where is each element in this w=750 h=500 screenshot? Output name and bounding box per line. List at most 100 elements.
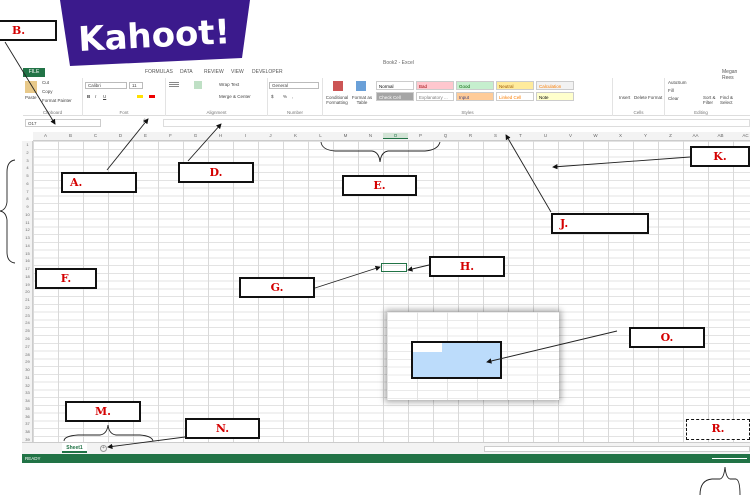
format-as-table-button[interactable]: Format as Table xyxy=(351,95,373,105)
tab-formulas[interactable]: FORMULAS xyxy=(145,69,173,75)
column-header[interactable]: M xyxy=(343,133,348,138)
row-header[interactable]: 3 xyxy=(26,157,29,163)
format-table-icon[interactable] xyxy=(356,81,366,91)
clear-button[interactable]: Clear xyxy=(668,96,679,101)
row-header[interactable]: 31 xyxy=(25,374,30,380)
sheet-tab-sheet1[interactable]: Sheet1 xyxy=(62,443,87,453)
row-header[interactable]: 39 xyxy=(25,436,30,442)
column-header[interactable]: R xyxy=(468,133,473,138)
row-header[interactable]: 37 xyxy=(25,421,30,427)
align-top-icon[interactable] xyxy=(169,82,179,88)
row-header[interactable]: 27 xyxy=(25,343,30,349)
formula-input[interactable] xyxy=(163,119,750,127)
cell-style-normal[interactable]: Normal xyxy=(376,81,414,90)
wrap-text-button[interactable]: Wrap Text xyxy=(219,82,240,87)
column-header[interactable]: C xyxy=(93,133,98,138)
paste-button[interactable]: Paste xyxy=(25,95,37,100)
new-sheet-button[interactable]: + xyxy=(100,445,107,452)
row-header[interactable]: 21 xyxy=(25,297,30,303)
column-header[interactable]: L xyxy=(319,133,322,138)
column-header[interactable]: E xyxy=(143,133,147,138)
autosum-button[interactable]: AutoSum xyxy=(668,80,687,85)
row-header[interactable]: 28 xyxy=(25,351,30,357)
column-header[interactable]: D xyxy=(118,133,123,138)
row-header[interactable]: 9 xyxy=(26,204,29,210)
row-header[interactable]: 23 xyxy=(25,312,30,318)
copy-button[interactable]: Copy xyxy=(42,89,53,94)
column-header[interactable]: O xyxy=(383,133,408,139)
column-header[interactable]: N xyxy=(368,133,373,138)
row-header[interactable]: 22 xyxy=(25,304,30,310)
paste-icon[interactable] xyxy=(25,81,37,93)
row-header[interactable]: 34 xyxy=(25,398,30,404)
conditional-formatting-icon[interactable] xyxy=(333,81,343,91)
zoom-slider[interactable] xyxy=(712,458,747,459)
row-header[interactable]: 30 xyxy=(25,367,30,373)
tab-file[interactable]: FILE xyxy=(23,68,45,77)
tab-developer[interactable]: DEVELOPER xyxy=(252,69,283,75)
format-button[interactable]: Format xyxy=(648,95,663,100)
font-name-select[interactable]: Calibri xyxy=(85,82,127,89)
column-header[interactable]: Q xyxy=(443,133,448,138)
column-header[interactable]: T xyxy=(519,133,522,138)
row-header[interactable]: 18 xyxy=(25,273,30,279)
delete-button[interactable]: Delete xyxy=(634,95,648,100)
cell-style-calculation[interactable]: Calculation xyxy=(536,81,574,90)
cell-style-neutral[interactable]: Neutral xyxy=(496,81,534,90)
row-header[interactable]: 26 xyxy=(25,336,30,341)
underline-button[interactable]: U xyxy=(103,94,107,99)
active-cell[interactable] xyxy=(381,263,407,272)
row-header[interactable]: 13 xyxy=(25,235,30,241)
row-header[interactable]: 4 xyxy=(26,165,29,171)
insert-button[interactable]: Insert xyxy=(619,95,631,100)
column-header[interactable]: U xyxy=(543,133,548,138)
user-name[interactable]: Megan Rees xyxy=(722,69,738,81)
merge-center-button[interactable]: Merge & Center xyxy=(219,94,251,99)
column-header[interactable]: AC xyxy=(742,133,749,138)
cell-style-good[interactable]: Good xyxy=(456,81,494,90)
italic-button[interactable]: I xyxy=(95,94,97,99)
row-header[interactable]: 20 xyxy=(25,289,30,295)
align-bottom-icon[interactable] xyxy=(194,81,202,89)
column-header[interactable]: Y xyxy=(643,133,647,138)
cell-style-bad[interactable]: Bad xyxy=(416,81,454,90)
column-header[interactable]: A xyxy=(43,133,47,138)
find-select-button[interactable]: Find & Select xyxy=(720,95,734,105)
percent-button[interactable]: % xyxy=(283,94,288,99)
font-size-select[interactable]: 11 xyxy=(129,82,143,89)
column-header[interactable]: I xyxy=(244,133,247,138)
row-header[interactable]: 25 xyxy=(25,328,30,334)
column-header[interactable]: G xyxy=(193,133,198,138)
row-header[interactable]: 1 xyxy=(26,142,29,147)
cut-button[interactable]: Cut xyxy=(42,80,50,85)
row-header[interactable]: 14 xyxy=(25,242,30,248)
row-header[interactable]: 32 xyxy=(25,382,30,388)
cell-style-note[interactable]: Note xyxy=(536,92,574,101)
tab-review[interactable]: REVIEW xyxy=(204,69,224,75)
bold-button[interactable]: B xyxy=(87,94,91,99)
row-header[interactable]: 5 xyxy=(26,173,29,179)
column-header[interactable]: P xyxy=(418,133,422,138)
column-header[interactable]: K xyxy=(293,133,297,138)
cell-style-linked-cell[interactable]: Linked Cell xyxy=(496,92,534,101)
cell-style-check-cell[interactable]: Check Cell xyxy=(376,92,414,101)
column-header[interactable]: W xyxy=(593,133,598,138)
cell-style-explanatory[interactable]: Explanatory ... xyxy=(416,92,454,101)
row-header[interactable]: 11 xyxy=(25,219,30,225)
number-format-select[interactable]: General xyxy=(269,82,319,89)
fill-color-icon[interactable] xyxy=(137,95,143,98)
row-header[interactable]: 33 xyxy=(25,390,30,396)
row-header[interactable]: 15 xyxy=(25,250,30,256)
row-header[interactable]: 38 xyxy=(25,429,30,435)
column-header[interactable]: AA xyxy=(692,133,699,138)
tab-data[interactable]: DATA xyxy=(180,69,193,75)
column-header[interactable]: S xyxy=(493,133,497,138)
column-header[interactable]: J xyxy=(269,133,272,138)
sort-filter-button[interactable]: Sort & Filter xyxy=(703,95,716,105)
row-header[interactable]: 8 xyxy=(26,196,29,202)
conditional-formatting-button[interactable]: Conditional Formatting xyxy=(325,95,349,105)
row-header[interactable]: 6 xyxy=(26,180,29,186)
row-header[interactable]: 17 xyxy=(25,266,30,272)
column-header[interactable]: B xyxy=(68,133,72,138)
font-color-icon[interactable] xyxy=(149,95,155,98)
